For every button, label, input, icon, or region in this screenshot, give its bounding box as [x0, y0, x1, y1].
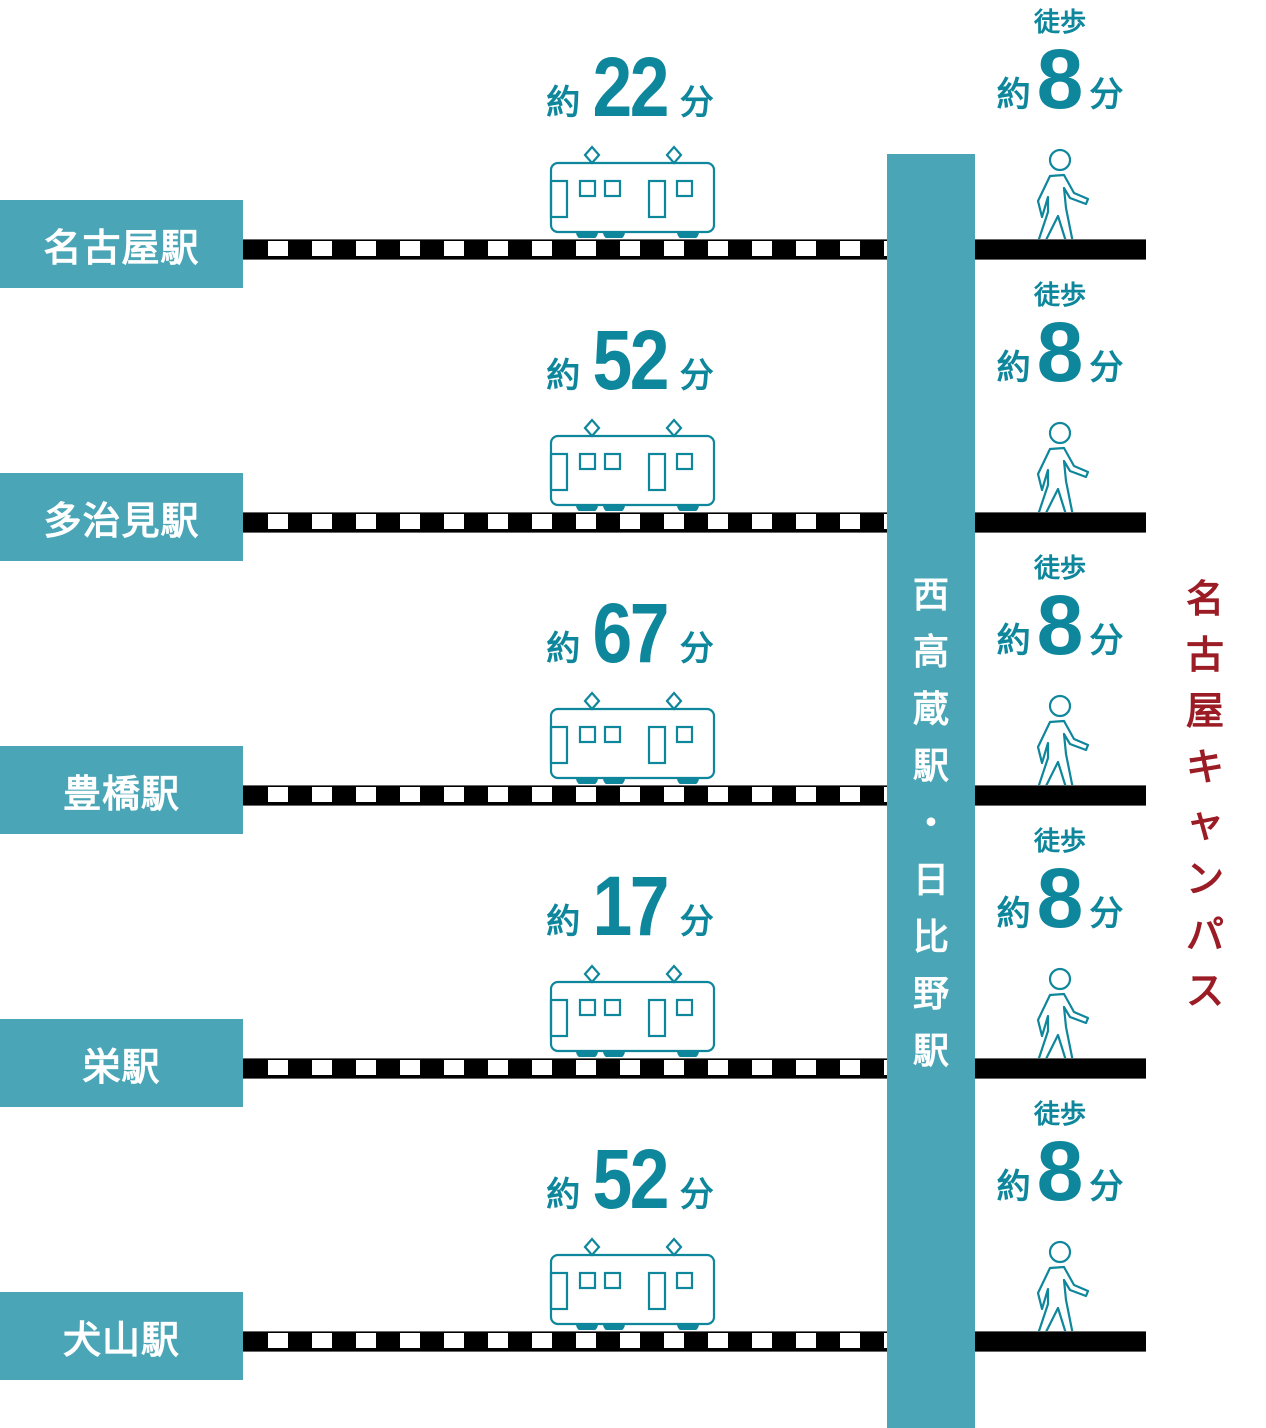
train-icon — [549, 1237, 716, 1330]
minutes-unit: 分 — [1089, 74, 1124, 115]
walk-label: 徒歩 — [1033, 827, 1086, 857]
station-label: 多治見駅 — [0, 473, 243, 561]
train-track — [243, 239, 887, 260]
route-row-2: 約 67 分 豊橋駅 徒歩 約 8 分 — [0, 546, 1266, 834]
train-minutes: 52 — [592, 313, 670, 407]
char: 西 — [912, 575, 949, 616]
walk-label: 徒歩 — [1033, 1100, 1086, 1130]
transfer-station-bar — [887, 154, 975, 1428]
route-row-1: 約 52 分 多治見駅 徒歩 約 8 分 — [0, 273, 1266, 561]
walk-minutes: 8 — [1036, 578, 1084, 672]
train-track — [243, 512, 887, 533]
minutes-unit: 分 — [1089, 620, 1124, 661]
char: キ — [1185, 745, 1224, 789]
approx-label: 約 — [996, 620, 1031, 661]
minutes-unit: 分 — [679, 1174, 714, 1215]
walking-path — [975, 512, 1146, 533]
walk-time: 徒歩 約 8 分 — [985, 8, 1135, 126]
walk-time: 徒歩 約 8 分 — [985, 1100, 1135, 1218]
walk-label: 徒歩 — [1033, 554, 1086, 584]
walking-path — [975, 239, 1146, 260]
train-time: 約 22 分 — [530, 40, 730, 134]
approx-label: 約 — [996, 74, 1031, 115]
train-track — [243, 1331, 887, 1352]
route-row-0: 約 22 分 名古屋駅 徒歩 約 8 分 — [0, 0, 1266, 288]
char: 野 — [912, 974, 949, 1015]
train-time: 約 52 分 — [530, 313, 730, 407]
walk-label: 徒歩 — [1033, 8, 1086, 38]
walking-path — [975, 785, 1146, 806]
char: パ — [1185, 913, 1224, 957]
walking-person-icon — [1036, 694, 1090, 787]
route-row-3: 約 17 分 栄駅 徒歩 約 8 分 — [0, 819, 1266, 1107]
train-minutes: 67 — [592, 586, 670, 680]
char: ャ — [1185, 801, 1224, 845]
walking-person-icon — [1036, 148, 1090, 241]
minutes-unit: 分 — [1089, 1166, 1124, 1207]
walking-person-icon — [1036, 1240, 1090, 1333]
char: 駅 — [912, 1031, 949, 1072]
train-icon — [549, 964, 716, 1057]
walking-person-icon — [1036, 421, 1090, 514]
walk-time: 徒歩 約 8 分 — [985, 827, 1135, 945]
walking-person-icon — [1036, 967, 1090, 1060]
station-label: 犬山駅 — [0, 1292, 243, 1380]
minutes-unit: 分 — [679, 355, 714, 396]
minutes-unit: 分 — [1089, 893, 1124, 934]
train-icon — [549, 418, 716, 511]
char: 駅 — [912, 746, 949, 787]
walk-time: 徒歩 約 8 分 — [985, 554, 1135, 672]
walk-minutes: 8 — [1036, 32, 1084, 126]
train-time: 約 67 分 — [530, 586, 730, 680]
station-label: 豊橋駅 — [0, 746, 243, 834]
train-track — [243, 1058, 887, 1079]
approx-label: 約 — [996, 893, 1031, 934]
approx-label: 約 — [996, 347, 1031, 388]
char: 古 — [1185, 633, 1224, 677]
approx-label: 約 — [546, 1174, 581, 1215]
train-icon — [549, 691, 716, 784]
train-track — [243, 785, 887, 806]
char: 高 — [912, 632, 949, 673]
approx-label: 約 — [546, 901, 581, 942]
route-row-4: 約 52 分 犬山駅 徒歩 約 8 分 — [0, 1092, 1266, 1380]
char: ス — [1185, 969, 1224, 1013]
transfer-station-label: 西 高 蔵 駅 ・ 日 比 野 駅 — [887, 578, 975, 1091]
station-label: 名古屋駅 — [0, 200, 243, 288]
walking-path — [975, 1058, 1146, 1079]
train-minutes: 17 — [592, 859, 670, 953]
char: 蔵 — [912, 689, 949, 730]
train-icon — [549, 145, 716, 238]
train-time: 約 52 分 — [530, 1132, 730, 1226]
walk-time: 徒歩 約 8 分 — [985, 281, 1135, 399]
approx-label: 約 — [546, 355, 581, 396]
char: 日 — [912, 860, 949, 901]
approx-label: 約 — [546, 628, 581, 669]
walk-minutes: 8 — [1036, 305, 1084, 399]
char: 比 — [912, 917, 949, 958]
char: ン — [1185, 857, 1224, 901]
minutes-unit: 分 — [679, 628, 714, 669]
char: 名 — [1185, 577, 1224, 621]
train-time: 約 17 分 — [530, 859, 730, 953]
minutes-unit: 分 — [679, 901, 714, 942]
walk-minutes: 8 — [1036, 851, 1084, 945]
train-minutes: 52 — [592, 1132, 670, 1226]
approx-label: 約 — [996, 1166, 1031, 1207]
walking-path — [975, 1331, 1146, 1352]
char: ・ — [912, 803, 949, 844]
walk-minutes: 8 — [1036, 1124, 1084, 1218]
train-minutes: 22 — [592, 40, 670, 134]
minutes-unit: 分 — [679, 82, 714, 123]
destination-label: 名 古 屋 キ ャ ン パ ス — [1170, 580, 1240, 1028]
minutes-unit: 分 — [1089, 347, 1124, 388]
walk-label: 徒歩 — [1033, 281, 1086, 311]
approx-label: 約 — [546, 82, 581, 123]
station-label: 栄駅 — [0, 1019, 243, 1107]
char: 屋 — [1185, 689, 1224, 733]
